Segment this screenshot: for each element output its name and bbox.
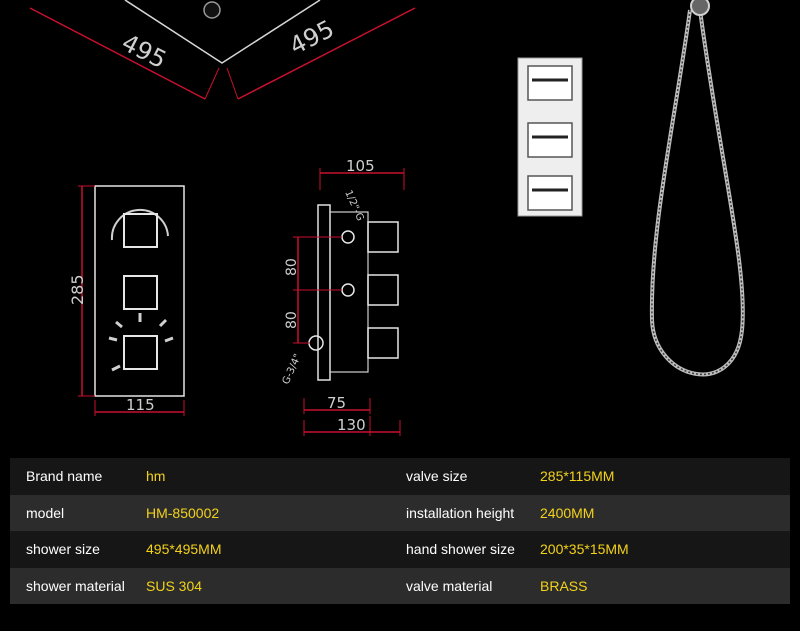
spec-label: hand shower size: [390, 531, 534, 568]
valve-depth-label: 105: [346, 157, 375, 175]
hand-shower-hose-icon: [649, 0, 745, 377]
product-drawing: 495 495 285 115 105 80 80: [29, 0, 745, 436]
spec-label: Brand name: [10, 458, 142, 495]
spec-label: model: [10, 494, 142, 531]
spec-label: valve material: [390, 567, 534, 604]
spec-row: model HM-850002 installation height 2400…: [10, 494, 790, 531]
spec-label: shower size: [10, 531, 142, 568]
valve-height-label: 285: [68, 274, 87, 305]
spec-value: 2400MM: [534, 494, 790, 531]
valve-side-view: 105 80 80 1/2"-G G-3/4" 75 130: [281, 157, 405, 436]
port-lower-label: G-3/4": [281, 352, 304, 386]
pitch-lower-label: 80: [284, 311, 300, 329]
valve-front-view: 285 115: [68, 185, 185, 416]
upper-knob-icon: [123, 213, 158, 248]
spec-row: shower material SUS 304 valve material B…: [10, 567, 790, 604]
shower-head-nozzle-icon: [203, 1, 221, 19]
spec-value: SUS 304: [142, 567, 390, 604]
spec-table: Brand name hm valve size 285*115MM model…: [10, 458, 790, 604]
spec-row: shower size 495*495MM hand shower size 2…: [10, 531, 790, 568]
port-upper-label: 1/2"-G: [342, 189, 365, 223]
spec-label: valve size: [390, 458, 534, 495]
spec-value: 200*35*15MM: [534, 531, 790, 568]
thermostat-knob-icon: [123, 335, 158, 370]
valve-inner-depth-label: 75: [327, 394, 346, 412]
middle-knob-icon: [123, 275, 158, 310]
spec-row: Brand name hm valve size 285*115MM: [10, 458, 790, 495]
valve-width-label: 115: [126, 396, 155, 414]
spec-value: BRASS: [534, 567, 790, 604]
shower-head-dimensions: 495 495: [29, 0, 416, 100]
spec-value: HM-850002: [142, 494, 390, 531]
spec-label: installation height: [390, 494, 534, 531]
pitch-upper-label: 80: [284, 258, 300, 276]
valve-photo: [517, 57, 583, 217]
valve-total-depth-label: 130: [337, 416, 366, 434]
shower-depth-label: 495: [285, 15, 339, 61]
spec-label: shower material: [10, 567, 142, 604]
rotation-arc-icon: [110, 209, 169, 241]
spec-value: hm: [142, 458, 390, 495]
spec-value: 495*495MM: [142, 531, 390, 568]
spec-value: 285*115MM: [534, 458, 790, 495]
